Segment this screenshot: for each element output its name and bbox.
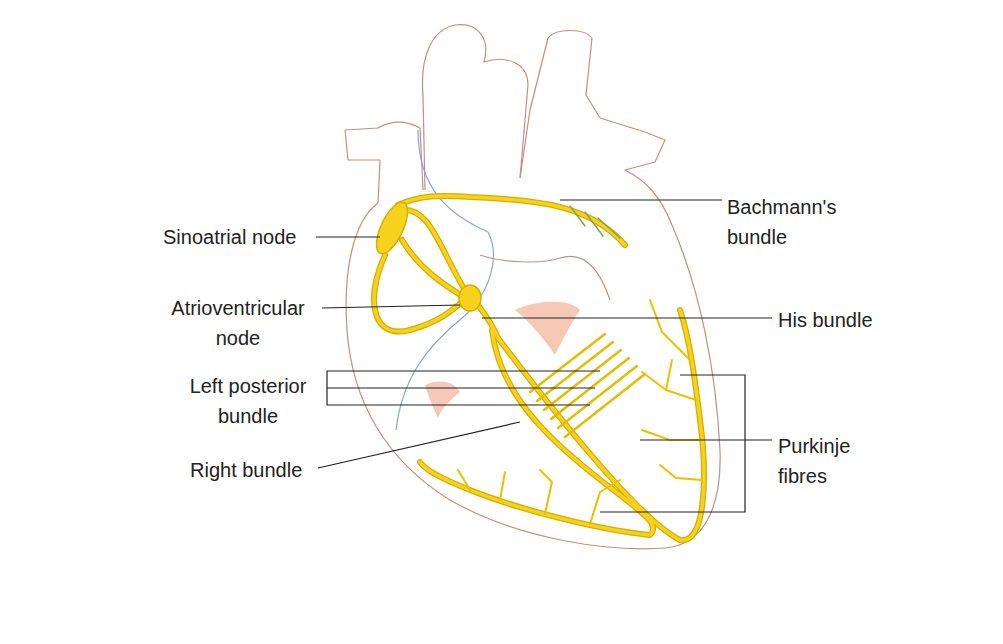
- bachmann-branch: [585, 212, 603, 236]
- right-bundle: [420, 330, 653, 535]
- purkinje-branch: [650, 300, 690, 360]
- purkinje-branch: [666, 360, 672, 390]
- bachmann-branch: [598, 218, 620, 238]
- part-label: Right bundle: [190, 455, 302, 485]
- purkinje-branch: [500, 472, 505, 500]
- bachmann-branch: [570, 206, 585, 226]
- leader-line: [318, 422, 520, 468]
- part-label: Left posterior bundle: [178, 371, 318, 431]
- conduction-tract: [374, 255, 462, 332]
- bracket-line: [600, 375, 772, 512]
- leader-line: [316, 236, 380, 237]
- purkinje-branch: [540, 470, 552, 514]
- part-label: Sinoatrial node: [163, 222, 296, 252]
- conduction-tract: [374, 255, 462, 332]
- septum-line: [396, 130, 493, 430]
- aorta: [422, 25, 528, 190]
- valve-shape: [515, 302, 580, 355]
- part-label: Bachmann's bundle: [727, 192, 847, 252]
- right-bundle: [420, 330, 653, 535]
- chamber-wall: [480, 255, 610, 300]
- valve-shape: [425, 381, 460, 418]
- leader-line: [560, 199, 722, 200]
- left-bundle: [498, 310, 704, 540]
- part-label: Atrioventricular node: [158, 293, 318, 353]
- purkinje-branch: [642, 430, 700, 440]
- purkinje-branch: [660, 465, 702, 480]
- atrioventricular-node: [459, 285, 481, 311]
- part-label: His bundle: [778, 305, 873, 335]
- leader-line: [482, 317, 772, 318]
- left-bundle: [498, 310, 704, 540]
- posterior-fascicle: [558, 366, 637, 428]
- posterior-fascicle: [530, 334, 605, 392]
- conduction-tract: [402, 240, 462, 296]
- his-bundle: [478, 305, 498, 338]
- leader-line: [322, 305, 460, 308]
- heart-outline: [346, 118, 720, 549]
- pulmonary-trunk: [520, 31, 600, 179]
- purkinje-branch: [458, 470, 470, 490]
- purkinje-branch: [590, 480, 620, 524]
- part-label: Purkinje fibres: [778, 431, 878, 491]
- conduction-tract: [398, 196, 625, 245]
- conduction-tract: [398, 196, 625, 245]
- bracket-line: [327, 371, 600, 405]
- his-bundle: [478, 305, 498, 338]
- sinoatrial-node: [370, 198, 414, 258]
- vena-cava: [345, 122, 423, 203]
